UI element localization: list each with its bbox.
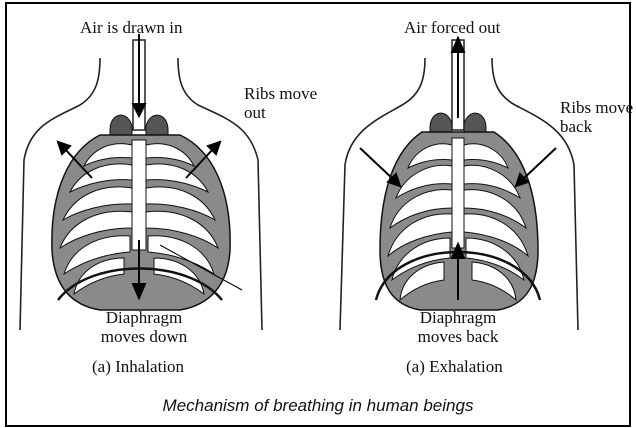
figure-caption: Mechanism of breathing in human beings [0, 396, 636, 416]
exhalation-diagram [340, 38, 578, 330]
exhalation-caption: (a) Exhalation [406, 357, 503, 377]
exhalation-bottom-label: Diaphragm moves back [406, 308, 510, 346]
inhalation-diagram [20, 34, 262, 330]
inhalation-caption: (a) Inhalation [92, 357, 184, 377]
exhalation-sternum [452, 138, 464, 248]
inhalation-sternum [132, 140, 146, 250]
inhalation-side-label: Ribs move out [244, 84, 317, 122]
exhalation-side-label: Ribs move back [560, 98, 633, 136]
inhalation-top-label: Air is drawn in [80, 18, 182, 37]
exhalation-top-label: Air forced out [404, 18, 500, 37]
inhalation-bottom-label: Diaphragm moves down [96, 308, 192, 346]
